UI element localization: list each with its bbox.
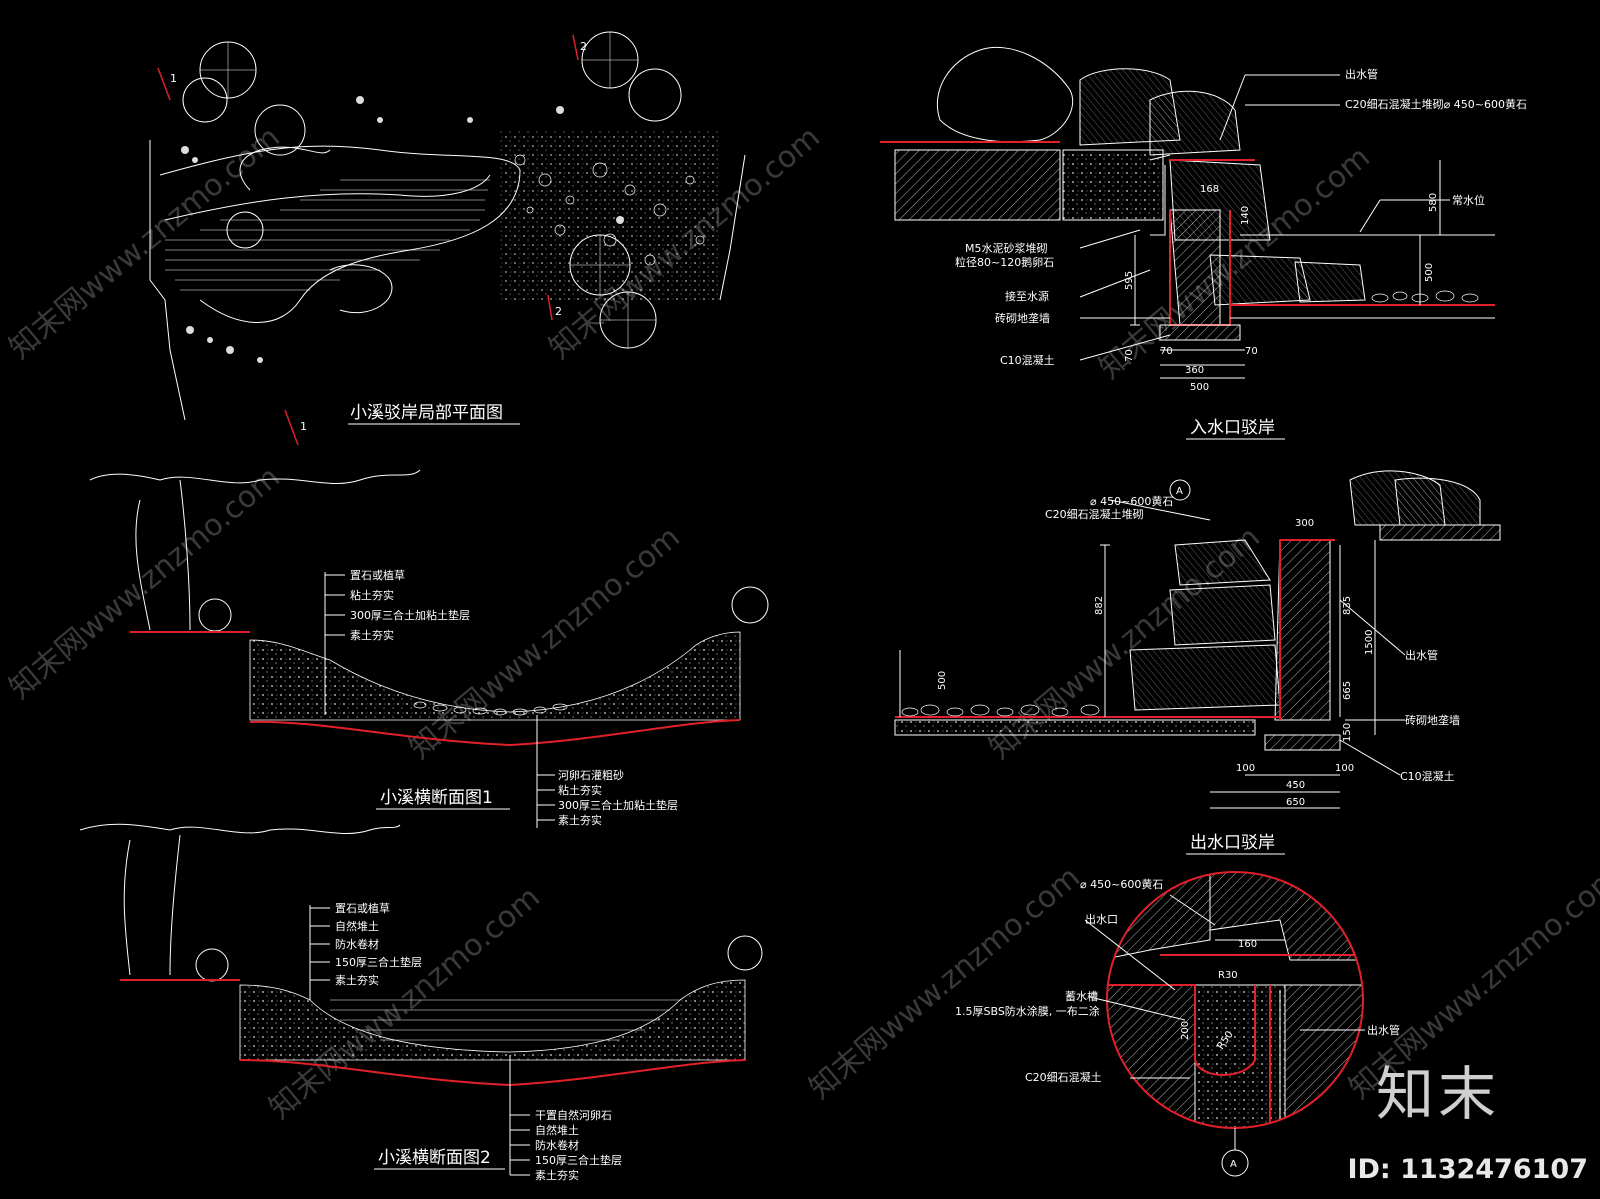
label: ⌀ 450~600黄石 <box>1080 877 1163 891</box>
label: 素土夯实 <box>558 813 602 827</box>
label: 150厚三合土垫层 <box>335 955 422 969</box>
label: 干置自然河卵石 <box>535 1108 612 1122</box>
callout: A <box>1176 486 1183 497</box>
outlet-title: 出水口驳岸 <box>1190 833 1275 853</box>
label: M5水泥砂浆堆砌 <box>965 241 1048 255</box>
dimension: 500 <box>1424 263 1435 282</box>
section-mark: 1 <box>170 72 177 85</box>
label: 砖砌地垄墙 <box>995 311 1050 325</box>
dimension: 360 <box>1185 365 1204 376</box>
dimension: 150 <box>1342 723 1353 742</box>
label: 素土夯实 <box>350 628 394 642</box>
section2-title: 小溪横断面图2 <box>378 1148 491 1168</box>
label: C10混凝土 <box>1000 353 1055 367</box>
cross-section-2: 置石或植草 自然堆土 防水卷材 150厚三合土垫层 素土夯实 干置自然河卵石 自… <box>79 823 763 1182</box>
label: 素土夯实 <box>535 1168 579 1182</box>
callout: A <box>1230 1159 1237 1170</box>
dimension: 665 <box>1342 681 1353 700</box>
label: C20细石混凝土堆砌 <box>1045 507 1144 521</box>
label: 出水管 <box>1345 67 1378 81</box>
label: 防水卷材 <box>535 1138 579 1152</box>
label: 150厚三合土垫层 <box>535 1153 622 1167</box>
label: 蓄水槽 <box>1065 990 1098 1003</box>
dimension: 70 <box>1245 346 1258 357</box>
dimension: R30 <box>1218 970 1238 981</box>
label: 自然堆土 <box>335 919 379 933</box>
dimension: 70 <box>1160 346 1173 357</box>
outlet-section: ⌀ 450~600黄石 C20细石混凝土堆砌 A 出水管 砖砌地垄墙 C10混凝… <box>894 470 1501 855</box>
label: 置石或植草 <box>335 901 390 915</box>
dimension: 160 <box>1238 939 1257 950</box>
brand-logo: 知末 <box>1375 1060 1500 1128</box>
label: 置石或植草 <box>350 568 405 582</box>
dimension: 100 <box>1236 763 1255 774</box>
label: 300厚三合土加粘土垫层 <box>558 798 678 812</box>
section1-title: 小溪横断面图1 <box>380 788 493 808</box>
section-mark: 2 <box>555 305 562 318</box>
watermark-text: 知末网www.znzmo.com <box>403 520 687 766</box>
label: 出水管 <box>1367 1023 1400 1037</box>
section-mark: 2 <box>580 40 587 53</box>
watermark-text: 知末网www.znzmo.com <box>3 120 287 366</box>
dimension: 200 <box>1180 1021 1191 1040</box>
dimension: 500 <box>1190 382 1209 393</box>
plan-title: 小溪驳岸局部平面图 <box>350 403 503 423</box>
dimension: 168 <box>1200 184 1219 195</box>
label: 素土夯实 <box>335 973 379 987</box>
label: C10混凝土 <box>1400 769 1455 783</box>
label: 粘土夯实 <box>558 783 602 797</box>
label: 出水口 <box>1085 912 1118 926</box>
dimension: 100 <box>1335 763 1354 774</box>
dimension: 450 <box>1286 780 1305 791</box>
inlet-title: 入水口驳岸 <box>1190 418 1275 438</box>
cross-section-1: 置石或植草 粘土夯实 300厚三合土加粘土垫层 素土夯实 河卵石灌粗砂 粘土夯实… <box>89 469 769 828</box>
dimension: 500 <box>937 671 948 690</box>
dimension: 1500 <box>1364 630 1375 655</box>
dimension: 140 <box>1240 206 1251 225</box>
inlet-section: 出水管 C20细石混凝土堆砌⌀ 450~600黄石 常水位 M5水泥砂浆堆砌 粒… <box>880 46 1527 440</box>
label: 常水位 <box>1452 193 1485 207</box>
label: 自然堆土 <box>535 1123 579 1137</box>
label: 粒径80~120鹅卵石 <box>955 255 1054 269</box>
section-mark: 1 <box>300 420 307 433</box>
label: 出水管 <box>1405 648 1438 662</box>
dimension: 300 <box>1295 518 1314 529</box>
dimension: 835 <box>1342 596 1353 615</box>
label: 砖砌地垄墙 <box>1405 713 1460 727</box>
watermark-text: 知末网www.znzmo.com <box>803 860 1087 1106</box>
label: 1.5厚SBS防水涂膜, 一布二涂 <box>955 1004 1100 1018</box>
asset-id: ID: 1132476107 <box>1347 1154 1588 1185</box>
watermark-text: 知末网www.znzmo.com <box>3 460 287 706</box>
plan-view: 1 2 2 1 小溪驳岸局部平面图 <box>149 31 746 446</box>
label: C20细石混凝土堆砌⌀ 450~600黄石 <box>1345 97 1527 111</box>
label: 接至水源 <box>1005 289 1049 303</box>
dimension: 650 <box>1286 797 1305 808</box>
label: 粘土夯实 <box>350 588 394 602</box>
label: 300厚三合土加粘土垫层 <box>350 608 470 622</box>
label: ⌀ 450~600黄石 <box>1090 494 1173 508</box>
dimension: 580 <box>1428 193 1439 212</box>
dimension: 882 <box>1094 596 1105 615</box>
label: 防水卷材 <box>335 937 379 951</box>
dimension: 595 <box>1124 271 1135 290</box>
dimension: 70 <box>1124 349 1135 362</box>
label: 河卵石灌粗砂 <box>558 769 624 782</box>
label: C20细石混凝土 <box>1025 1070 1102 1084</box>
